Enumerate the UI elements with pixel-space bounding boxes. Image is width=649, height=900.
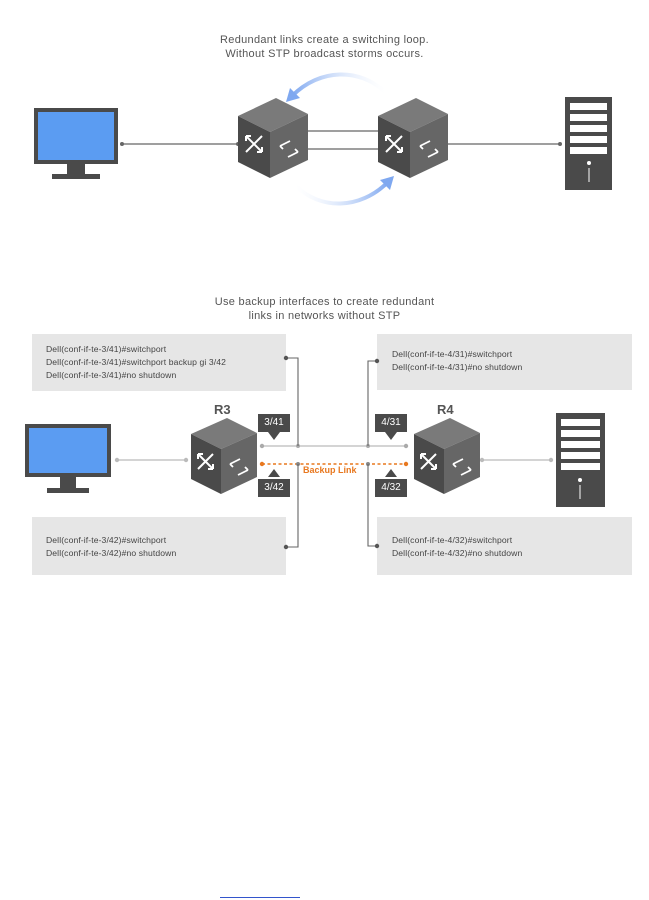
- config-box-r3-42: Dell(conf-if-te-3/42)#switchport Dell(co…: [32, 517, 286, 575]
- backup-link-label: Backup Link: [303, 465, 357, 475]
- top-caption-line1: Redundant links create a switching loop.: [220, 34, 429, 46]
- server-icon: [556, 413, 605, 507]
- bottom-caption-line1: Use backup interfaces to create redundan…: [214, 296, 435, 308]
- config-line: Dell(conf-if-te-4/31)#no shutdown: [392, 362, 523, 372]
- callout-lines: [286, 357, 377, 548]
- config-line: Dell(conf-if-te-3/41)#no shutdown: [46, 370, 177, 380]
- config-box-r4-32: Dell(conf-if-te-4/32)#switchport Dell(co…: [377, 517, 632, 575]
- port-label-4-31: 4/31: [375, 414, 407, 432]
- server-icon: [565, 97, 612, 190]
- switch-icon: [238, 98, 308, 178]
- switch-icon: [191, 418, 257, 494]
- config-box-r4-31: Dell(conf-if-te-4/31)#switchport Dell(co…: [377, 334, 632, 390]
- footer-link[interactable]: [220, 897, 300, 898]
- port-label-3-42: 3/42: [258, 479, 290, 497]
- router-label-r4: R4: [437, 402, 454, 417]
- config-box-r3-41: Dell(conf-if-te-3/41)#switchport Dell(co…: [32, 334, 286, 391]
- monitor-icon: [34, 108, 118, 179]
- top-caption-line2: Without STP broadcast storms occurs.: [225, 48, 424, 60]
- loop-arrow-bottom: [294, 176, 394, 206]
- switch-icon: [414, 418, 480, 494]
- router-label-r3: R3: [214, 402, 231, 417]
- loop-arrow-top: [286, 72, 387, 102]
- bottom-caption-line2: links in networks without STP: [248, 310, 401, 322]
- top-diagram: [34, 72, 612, 206]
- switch-icon: [378, 98, 448, 178]
- port-label-4-32: 4/32: [375, 479, 407, 497]
- config-line: Dell(conf-if-te-4/32)#no shutdown: [392, 548, 523, 558]
- bottom-caption: Use backup interfaces to create redundan…: [0, 295, 649, 323]
- bottom-diagram: [25, 355, 605, 550]
- config-line: Dell(conf-if-te-3/42)#switchport: [46, 535, 167, 545]
- config-line: Dell(conf-if-te-3/41)#switchport backup …: [46, 357, 226, 367]
- top-caption: Redundant links create a switching loop.…: [0, 33, 649, 61]
- config-line: Dell(conf-if-te-3/42)#no shutdown: [46, 548, 177, 558]
- monitor-icon: [25, 424, 111, 493]
- config-line: Dell(conf-if-te-3/41)#switchport: [46, 344, 167, 354]
- port-label-3-41: 3/41: [258, 414, 290, 432]
- config-line: Dell(conf-if-te-4/32)#switchport: [392, 535, 513, 545]
- config-line: Dell(conf-if-te-4/31)#switchport: [392, 349, 513, 359]
- top-links: [122, 130, 560, 150]
